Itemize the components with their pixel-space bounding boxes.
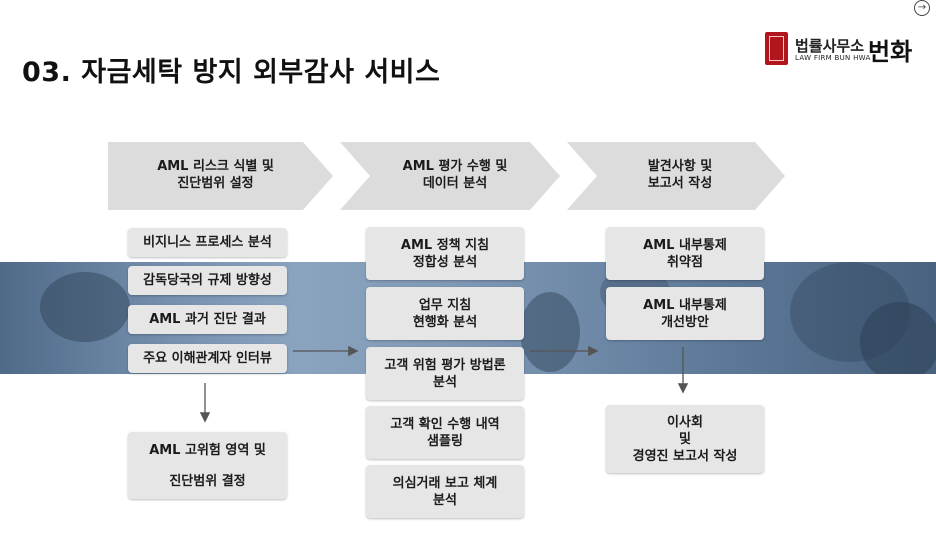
stage-2-line2: 데이터 분석 bbox=[422, 176, 488, 191]
col3-result-line1: 이사회 bbox=[667, 414, 703, 430]
stage-chevron-2 bbox=[340, 142, 560, 210]
photo-shadow bbox=[860, 302, 936, 374]
col2-item-line1: 고객 위험 평가 방법론 bbox=[384, 357, 506, 373]
stage-3-line1: 발견사항 및 bbox=[647, 159, 713, 174]
col2-item-box: 고객 확인 수행 내역 샘플링 bbox=[366, 406, 524, 459]
logo-name-text: 번화 bbox=[868, 38, 913, 66]
logo-seal-icon bbox=[765, 32, 788, 65]
logo-english-text: LAW FIRM BUN HWA bbox=[795, 54, 871, 62]
stage-1-label: AML 리스크 식별 및 진단범위 설정 bbox=[118, 158, 313, 192]
col3-item-line1: AML 내부통제 bbox=[643, 237, 727, 253]
col2-item-line2: 정합성 분석 bbox=[412, 254, 478, 270]
col1-item-box: 비지니스 프로세스 분석 bbox=[128, 228, 287, 257]
col1-result-line1: AML 고위험 영역 및 bbox=[149, 442, 266, 458]
col2-item-box: 의심거래 보고 체계 분석 bbox=[366, 465, 524, 518]
col3-result-line3: 경영진 보고서 작성 bbox=[632, 448, 738, 464]
page-title: 03. 자금세탁 방지 외부감사 서비스 bbox=[22, 57, 441, 88]
stage-3-line2: 보고서 작성 bbox=[647, 176, 713, 191]
col2-item-box: AML 정책 지침 정합성 분석 bbox=[366, 227, 524, 280]
col2-item-line1: 의심거래 보고 체계 bbox=[392, 475, 498, 491]
col2-item-line2: 분석 bbox=[433, 492, 457, 508]
col2-item-box: 고객 위험 평가 방법론 분석 bbox=[366, 347, 524, 400]
col3-item-box: AML 내부통제 취약점 bbox=[606, 227, 764, 280]
col2-item-line2: 분석 bbox=[433, 374, 457, 390]
stage-chevron-3 bbox=[567, 142, 785, 210]
stage-2-line1: AML 평가 수행 및 bbox=[402, 159, 508, 174]
col1-result-line2: 진단범위 결정 bbox=[169, 473, 246, 489]
col3-item-line2: 개선방안 bbox=[661, 314, 709, 330]
stage-1-line1: AML 리스크 식별 및 bbox=[157, 159, 274, 174]
col1-result-box: AML 고위험 영역 및 진단범위 결정 bbox=[128, 432, 287, 499]
law-firm-logo: 법률사무소 LAW FIRM BUN HWA 번화 bbox=[765, 30, 925, 68]
col2-item-line1: 고객 확인 수행 내역 bbox=[390, 416, 500, 432]
arrow-right-circle-icon[interactable]: → bbox=[914, 0, 930, 16]
stage-3-label: 발견사항 및 보고서 작성 bbox=[590, 158, 770, 192]
col3-result-line2: 및 bbox=[679, 431, 691, 447]
col1-item-box: AML 과거 진단 결과 bbox=[128, 305, 287, 334]
logo-korean-text: 법률사무소 bbox=[795, 37, 865, 55]
col2-item-line2: 샘플링 bbox=[427, 433, 463, 449]
col2-item-line2: 현행화 분석 bbox=[412, 314, 478, 330]
stage-2-label: AML 평가 수행 및 데이터 분석 bbox=[365, 158, 545, 192]
col3-item-box: AML 내부통제 개선방안 bbox=[606, 287, 764, 340]
stage-1-line2: 진단범위 설정 bbox=[177, 176, 254, 191]
col3-item-line2: 취약점 bbox=[667, 254, 703, 270]
col2-item-line1: 업무 지침 bbox=[418, 297, 472, 313]
col1-item-box: 감독당국의 규제 방향성 bbox=[128, 266, 287, 295]
photo-shadow bbox=[40, 272, 130, 342]
photo-shadow bbox=[520, 292, 580, 372]
col2-item-box: 업무 지침 현행화 분석 bbox=[366, 287, 524, 340]
col3-item-line1: AML 내부통제 bbox=[643, 297, 727, 313]
col1-item-box: 주요 이해관계자 인터뷰 bbox=[128, 344, 287, 373]
col3-result-box: 이사회 및 경영진 보고서 작성 bbox=[606, 405, 764, 473]
col2-item-line1: AML 정책 지침 bbox=[400, 237, 490, 253]
stage-chevron-1 bbox=[108, 142, 333, 210]
